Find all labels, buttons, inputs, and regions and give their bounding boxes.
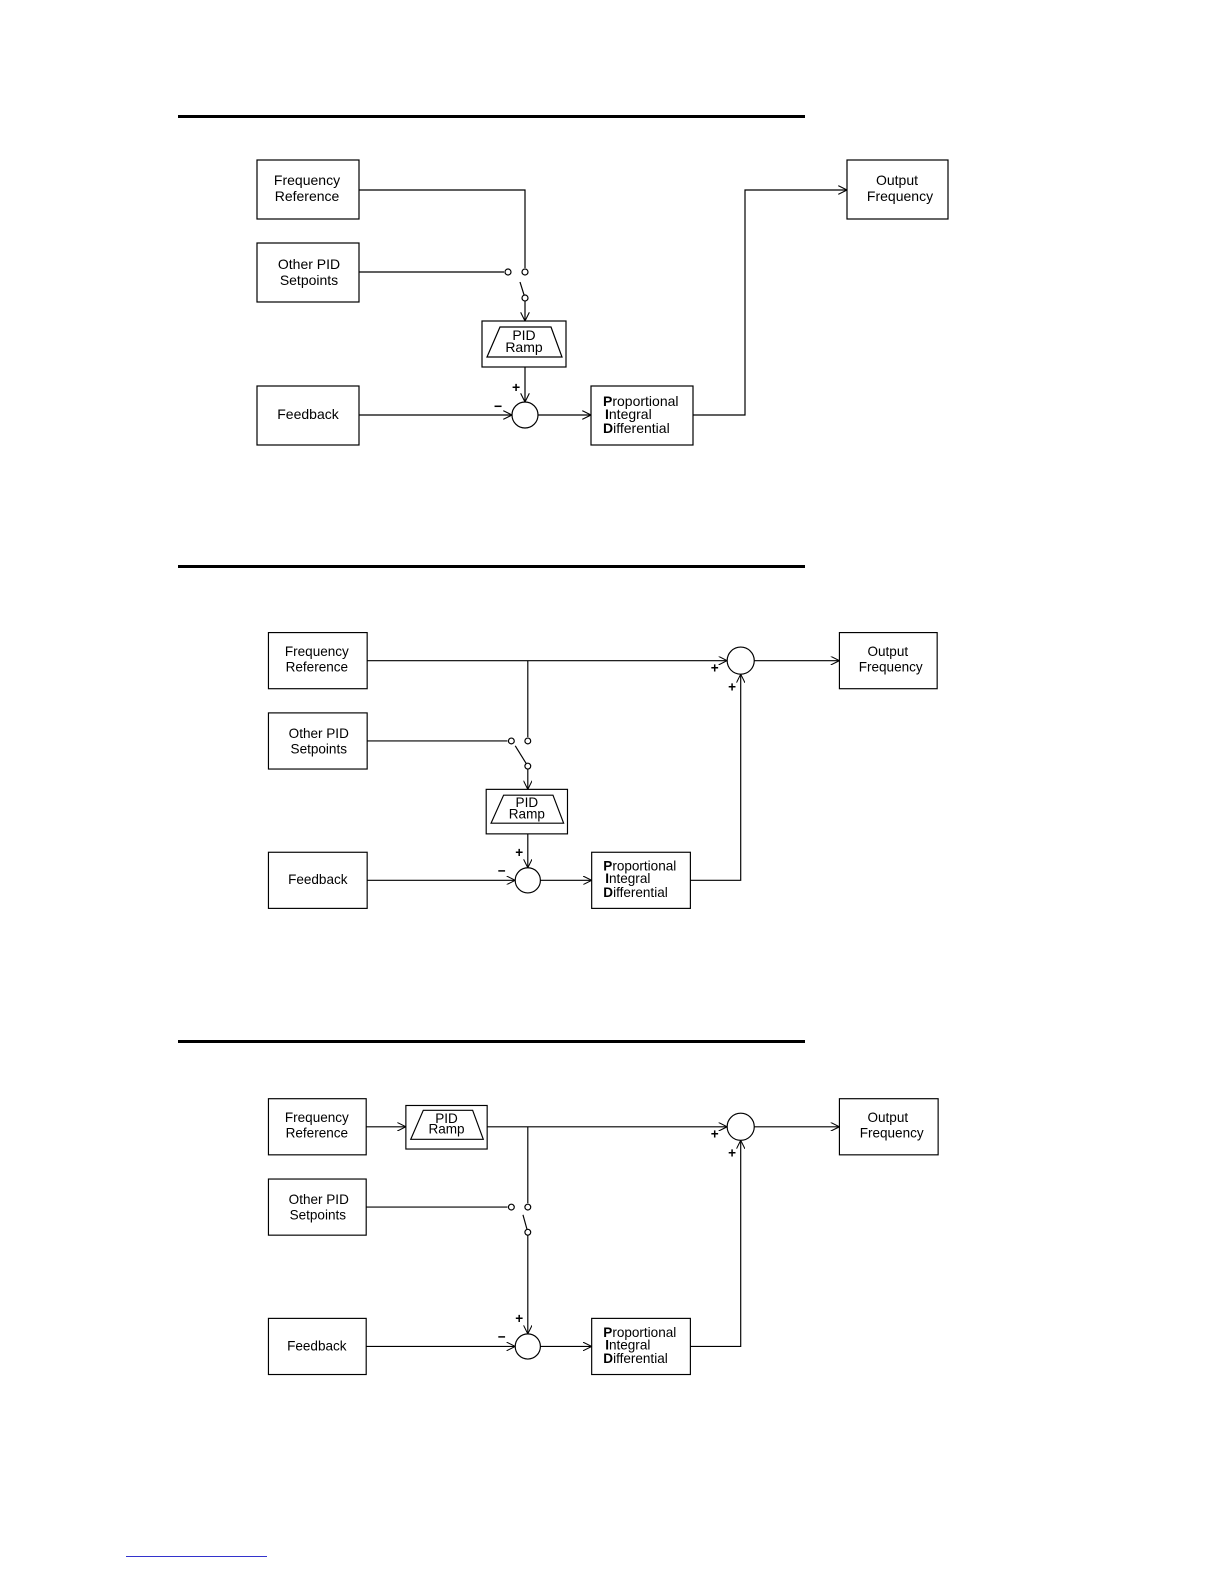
switch-terminal [524, 1228, 532, 1236]
output-frequency-label-2: Frequency [860, 1125, 924, 1140]
other-pid-setpoints-box [267, 712, 368, 770]
output-frequency-label-1: Output [867, 644, 908, 659]
pid-ramp-box [485, 788, 569, 835]
minus-sign: − [494, 398, 502, 414]
switch-terminal [521, 294, 529, 302]
other-pid-label-1: Other PID [289, 1192, 349, 1207]
pid-proportional-label: Proportional [603, 859, 676, 874]
frequency-reference-label-1: Frequency [285, 1110, 349, 1125]
other-pid-setpoints-box [267, 1178, 367, 1236]
feedback-label: Feedback [277, 406, 339, 422]
feedback-box [256, 385, 360, 446]
summing-junction [514, 867, 541, 894]
other-pid-label-1: Other PID [278, 256, 340, 272]
pid-differential-label: Differential [603, 885, 667, 900]
switch-terminal [507, 737, 515, 745]
pid-integral-label: Integral [605, 1337, 650, 1352]
pid-ramp-label-2: Ramp [509, 806, 545, 821]
pid-controller-box [591, 1317, 691, 1376]
feedback-label: Feedback [287, 1338, 347, 1353]
minus-sign: − [498, 863, 506, 878]
plus-sign: + [515, 1311, 523, 1326]
output-plus-sign-bottom: + [728, 680, 736, 695]
pid-diagram-1: Frequency Reference Other PID Setpoints … [256, 159, 949, 446]
pid-proportional-label: Proportional [603, 1325, 676, 1340]
output-frequency-label-1: Output [876, 172, 918, 188]
pid-ramp-label-1: PID [512, 327, 535, 343]
frequency-reference-label-2: Reference [286, 659, 348, 674]
pid-differential-label: Differential [603, 1351, 667, 1366]
plus-sign: + [512, 379, 520, 395]
pid-proportional-label: Proportional [603, 393, 679, 409]
frequency-reference-label-1: Frequency [274, 172, 340, 188]
output-frequency-label-2: Frequency [859, 659, 923, 674]
output-plus-sign-left: + [711, 660, 719, 675]
section-rule-3 [178, 1040, 805, 1043]
pid-ramp-label-1: PID [516, 795, 539, 810]
ramp-shape-icon [486, 326, 563, 358]
output-plus-sign-bottom: + [728, 1146, 736, 1161]
section-rule-1 [178, 115, 805, 118]
frequency-reference-label-2: Reference [275, 188, 340, 204]
frequency-reference-box [256, 159, 360, 220]
ramp-shape-icon [409, 1109, 485, 1140]
other-pid-label-2: Setpoints [290, 1208, 347, 1223]
output-frequency-label-1: Output [867, 1110, 908, 1125]
feedback-box [267, 1317, 367, 1376]
footer-link-underline [126, 1556, 267, 1557]
pid-diagram-3: Frequency Reference PID Ramp Other PID S… [267, 1098, 939, 1376]
switch-terminal [524, 1203, 532, 1211]
frequency-reference-box [267, 632, 368, 690]
frequency-reference-label-1: Frequency [285, 644, 349, 659]
selector-switch [514, 745, 529, 767]
pid-differential-label: Differential [603, 420, 670, 436]
output-summing-junction [726, 1112, 755, 1141]
plus-sign: + [515, 845, 523, 860]
switch-terminal [521, 268, 529, 276]
section-rule-2 [178, 565, 805, 568]
other-pid-label-2: Setpoints [280, 272, 338, 288]
pid-ramp-label-1: PID [435, 1111, 458, 1126]
other-pid-setpoints-box [256, 242, 360, 303]
summing-junction [511, 401, 539, 429]
output-frequency-box [846, 159, 949, 220]
switch-terminal [524, 737, 532, 745]
output-frequency-box [838, 1098, 939, 1156]
summing-junction [514, 1333, 541, 1360]
minus-sign: − [498, 1330, 506, 1345]
frequency-reference-label-2: Reference [286, 1125, 348, 1140]
feedback-label: Feedback [288, 872, 348, 887]
frequency-reference-box [267, 1098, 367, 1156]
pid-controller-box [591, 851, 691, 909]
pid-integral-label: Integral [605, 406, 652, 422]
switch-terminal [507, 1203, 515, 1211]
switch-terminal [504, 268, 512, 276]
other-pid-label-2: Setpoints [291, 742, 348, 757]
output-plus-sign-left: + [711, 1126, 719, 1141]
output-summing-junction [726, 646, 755, 675]
switch-terminal [524, 762, 532, 770]
pid-diagram-2: Frequency Reference Other PID Setpoints … [267, 632, 938, 909]
output-frequency-box [838, 632, 938, 690]
ramp-shape-icon [490, 794, 565, 824]
pid-ramp-label-2: Ramp [428, 1122, 464, 1137]
other-pid-label-1: Other PID [289, 726, 349, 741]
output-frequency-label-2: Frequency [867, 188, 933, 204]
pid-ramp-label-2: Ramp [505, 339, 543, 355]
pid-integral-label: Integral [605, 871, 650, 886]
